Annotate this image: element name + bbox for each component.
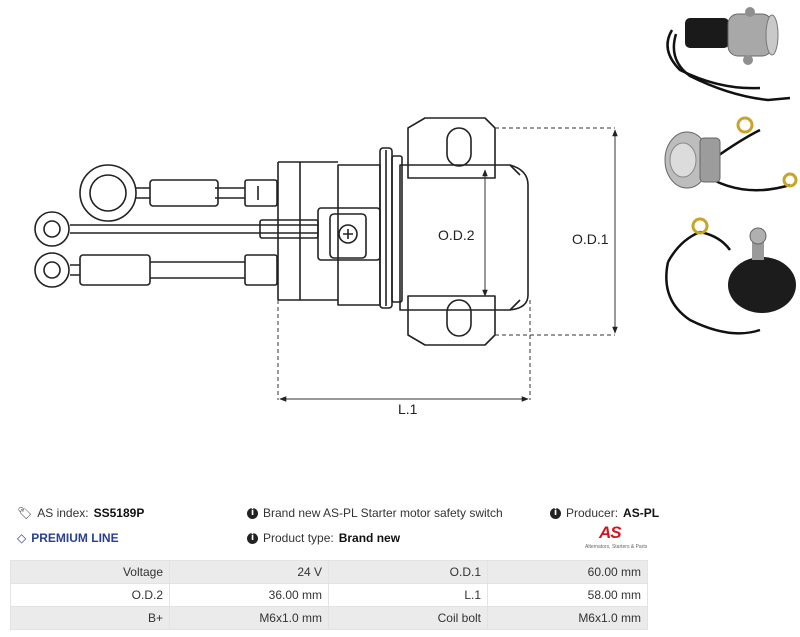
od1-label: O.D.1 bbox=[572, 231, 609, 247]
tag-icon: 🏷 bbox=[17, 506, 33, 520]
premium-line-label: PREMIUM LINE bbox=[31, 531, 119, 545]
spec-label: B+ bbox=[10, 606, 170, 630]
product-photo-2 bbox=[664, 116, 798, 192]
description-text: Brand new AS-PL Starter motor safety swi… bbox=[263, 506, 503, 520]
table-row: Voltage 24 V O.D.1 60.00 mm bbox=[10, 560, 648, 584]
info-icon: i bbox=[550, 507, 561, 519]
info-icon: i bbox=[247, 507, 258, 519]
description: i Brand new AS-PL Starter motor safety s… bbox=[247, 506, 503, 520]
spec-value: 24 V bbox=[169, 560, 329, 584]
spec-label: Coil bolt bbox=[328, 606, 488, 630]
logo-tagline: Alternators, Starters & Parts bbox=[585, 544, 648, 550]
logo-mark: AS bbox=[599, 523, 622, 542]
as-index: 🏷 AS index: SS5189P bbox=[17, 506, 144, 520]
product-type-label: Product type: bbox=[263, 531, 334, 545]
spec-label: O.D.1 bbox=[328, 560, 488, 584]
product-info: 🏷 AS index: SS5189P ◇ PREMIUM LINE i Bra… bbox=[0, 500, 800, 560]
producer-label: Producer: bbox=[566, 506, 619, 520]
spec-label: L.1 bbox=[328, 583, 488, 607]
as-index-value: SS5189P bbox=[93, 506, 145, 520]
diamond-icon: ◇ bbox=[17, 531, 27, 545]
product-photo-3 bbox=[665, 217, 796, 335]
technical-drawing: O.D.2 O.D.1 L.1 bbox=[34, 7, 798, 417]
product-photo-1 bbox=[666, 7, 791, 102]
l1-label: L.1 bbox=[398, 401, 418, 417]
info-icon: i bbox=[247, 532, 258, 544]
od2-label: O.D.2 bbox=[438, 227, 475, 243]
spec-value: M6x1.0 mm bbox=[169, 606, 329, 630]
as-index-label: AS index: bbox=[37, 506, 89, 520]
spec-value: M6x1.0 mm bbox=[487, 606, 648, 630]
spec-table: Voltage 24 V O.D.1 60.00 mm O.D.2 36.00 … bbox=[10, 560, 648, 630]
spec-value: 60.00 mm bbox=[487, 560, 648, 584]
spec-value: 36.00 mm bbox=[169, 583, 329, 607]
table-row: O.D.2 36.00 mm L.1 58.00 mm bbox=[10, 583, 648, 607]
producer: i Producer: AS-PL bbox=[550, 506, 659, 520]
table-row: B+ M6x1.0 mm Coil bolt M6x1.0 mm bbox=[10, 606, 648, 630]
producer-value: AS-PL bbox=[623, 506, 660, 520]
spec-value: 58.00 mm bbox=[487, 583, 648, 607]
as-pl-logo: AS Alternators, Starters & Parts bbox=[585, 523, 647, 553]
product-type-value: Brand new bbox=[338, 531, 401, 545]
spec-label: O.D.2 bbox=[10, 583, 170, 607]
spec-label: Voltage bbox=[10, 560, 170, 584]
premium-line: ◇ PREMIUM LINE bbox=[17, 531, 119, 545]
product-type: i Product type: Brand new bbox=[247, 531, 400, 545]
